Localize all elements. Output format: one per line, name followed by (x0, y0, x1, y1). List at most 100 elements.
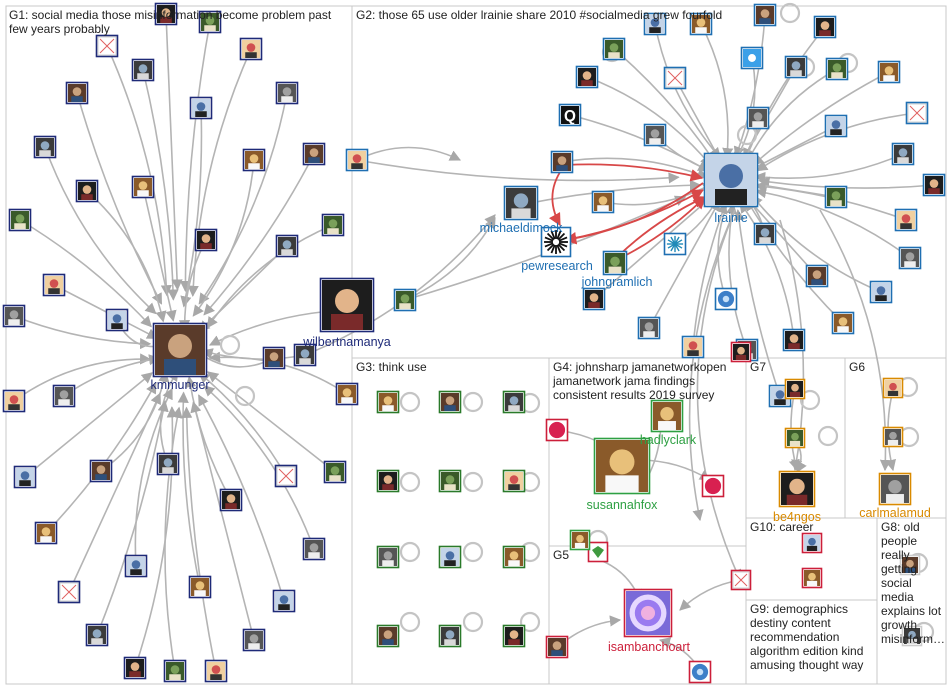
node-g2-50[interactable] (813, 15, 837, 39)
node-g3-86[interactable] (438, 545, 462, 569)
node-g5-c[interactable] (688, 660, 712, 684)
node-g3-79[interactable] (376, 390, 400, 414)
node-g1-35[interactable] (163, 659, 187, 683)
node-g1-9[interactable] (33, 135, 57, 159)
node-g4-flag[interactable] (730, 341, 752, 363)
node-g2-69[interactable] (637, 316, 661, 340)
node-g1-31[interactable] (188, 575, 212, 599)
node-g1-15[interactable] (242, 148, 266, 172)
node-g2-61[interactable] (898, 246, 922, 270)
node-g2-46[interactable] (643, 12, 667, 36)
node-g1-12[interactable] (42, 273, 66, 297)
node-g1-36[interactable] (204, 659, 228, 683)
node-g2-54[interactable] (824, 114, 848, 138)
node-g1-27[interactable] (323, 460, 347, 484)
node-g2-55[interactable] (877, 60, 901, 84)
node-g3-82[interactable] (376, 469, 400, 493)
node-g2-51[interactable] (825, 57, 849, 81)
node-g2-72[interactable] (550, 150, 574, 174)
node-g3-84[interactable] (502, 469, 526, 493)
node-g2-57[interactable] (891, 142, 915, 166)
node-g1-24[interactable] (89, 459, 113, 483)
node-g2-62[interactable] (869, 280, 893, 304)
node-g2-42[interactable] (575, 65, 599, 89)
node-g3-83[interactable] (438, 469, 462, 493)
node-g5-a[interactable] (569, 529, 591, 551)
node-g2-73-quora-icon[interactable]: Q (558, 103, 582, 127)
node-g1-26[interactable] (219, 488, 243, 512)
node-g2-47[interactable] (689, 12, 713, 36)
node-g1-11[interactable] (8, 208, 32, 232)
node-g2-63[interactable] (831, 311, 855, 335)
node-g2-43[interactable] (602, 37, 626, 61)
node-g1-25[interactable] (156, 452, 180, 476)
node-g1-30[interactable] (124, 554, 148, 578)
node-g1-28-broken-image-icon[interactable] (274, 464, 298, 488)
node-g1-3[interactable] (198, 10, 222, 34)
node-g4-jn-2[interactable] (701, 474, 725, 498)
node-g1-20[interactable] (2, 389, 26, 413)
node-g2-67[interactable] (714, 287, 738, 311)
node-pewresearch-pewresearch-logo-icon[interactable] (540, 226, 572, 258)
node-g1-22[interactable] (13, 465, 37, 489)
node-g2-58[interactable] (922, 173, 946, 197)
node-g1-21[interactable] (52, 384, 76, 408)
node-michaeldimock[interactable] (503, 185, 539, 221)
node-g1-38[interactable] (272, 589, 296, 613)
node-g2-76[interactable] (345, 148, 369, 172)
node-g1-5[interactable] (275, 81, 299, 105)
node-g1-18[interactable] (194, 228, 218, 252)
node-g2-70[interactable] (663, 232, 687, 256)
node-johngramlich[interactable] (602, 250, 628, 276)
node-g1-33[interactable] (85, 623, 109, 647)
node-g1-19[interactable] (321, 213, 345, 237)
node-g1-32-broken-image-icon[interactable] (57, 580, 81, 604)
node-g8-b[interactable] (901, 625, 923, 647)
node-g1-14[interactable] (105, 308, 129, 332)
node-g6-a[interactable] (882, 377, 904, 399)
node-g3-81[interactable] (502, 390, 526, 414)
node-g3-80[interactable] (438, 390, 462, 414)
node-g8-a[interactable] (899, 554, 921, 576)
node-g3-90[interactable] (502, 624, 526, 648)
node-g3-87[interactable] (502, 545, 526, 569)
node-g10-b[interactable] (801, 567, 823, 589)
node-g6-b[interactable] (882, 426, 904, 448)
node-g2-71[interactable] (591, 190, 615, 214)
node-g1-39[interactable] (335, 382, 359, 406)
node-g2-75[interactable] (393, 288, 417, 312)
node-wilbertnamanya[interactable] (319, 277, 375, 333)
node-g1-13[interactable] (2, 304, 26, 328)
node-kmmunger[interactable] (152, 322, 208, 378)
node-g2-60[interactable] (894, 208, 918, 232)
node-g2-52[interactable] (740, 46, 764, 70)
node-g1-17[interactable] (275, 234, 299, 258)
node-isambanchoart[interactable] (623, 588, 673, 638)
node-g1-6[interactable] (189, 96, 213, 120)
node-lrainie[interactable] (703, 152, 759, 208)
node-g2-48[interactable] (753, 3, 777, 27)
node-g2-74[interactable] (582, 287, 606, 311)
node-g2-65[interactable] (753, 222, 777, 246)
node-g2-45[interactable] (643, 123, 667, 147)
node-g2-44-broken-image-icon[interactable] (663, 66, 687, 90)
node-g2-66[interactable] (782, 328, 806, 352)
node-susannahfox[interactable] (593, 437, 651, 495)
node-g3-88[interactable] (376, 624, 400, 648)
node-carlmalamud[interactable] (878, 472, 912, 506)
node-g5-cube[interactable] (587, 541, 609, 563)
node-g4-jn-1[interactable] (545, 418, 569, 442)
node-g2-59[interactable] (824, 185, 848, 209)
node-g1-41[interactable] (293, 343, 317, 367)
node-g1-4[interactable] (239, 37, 263, 61)
node-g2-56-broken-image-icon[interactable] (905, 101, 929, 125)
node-g2-53[interactable] (746, 106, 770, 130)
node-g2-68[interactable] (681, 335, 705, 359)
node-hadlyclark[interactable] (650, 399, 684, 433)
node-g2-64[interactable] (805, 264, 829, 288)
node-g1-34[interactable] (123, 656, 147, 680)
node-g1-29[interactable] (302, 537, 326, 561)
node-g1-40[interactable] (262, 346, 286, 370)
node-g2-49[interactable] (784, 55, 808, 79)
node-g5-b[interactable] (545, 635, 569, 659)
